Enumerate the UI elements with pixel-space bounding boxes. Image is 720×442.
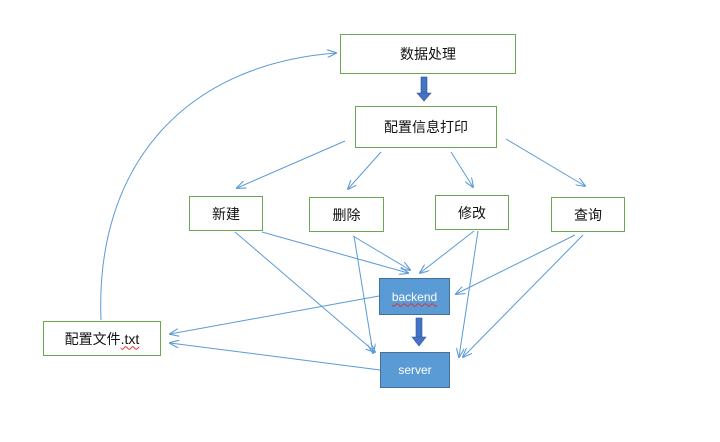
arrow-create-to-server [234, 231, 375, 352]
arrow-query-to-server [463, 234, 584, 357]
node-backend-label: backend [391, 289, 438, 304]
node-modify: 修改 [435, 195, 509, 230]
arrow-print-to-delete [348, 151, 382, 189]
arrow-print-to-modify [450, 151, 473, 187]
arrow-print-to-create [237, 140, 346, 188]
arrow-delete-to-backend [352, 235, 410, 270]
arrow-backend-to-configfile [170, 295, 380, 334]
node-config-print-label: 配置信息打印 [384, 119, 468, 135]
arrow-configfile-to-process [100, 53, 336, 321]
node-server-label: server [398, 363, 432, 377]
node-query-label: 查询 [574, 206, 602, 223]
node-delete: 删除 [309, 197, 384, 232]
arrow-modify-to-server [459, 230, 479, 357]
node-modify-label: 修改 [458, 204, 486, 221]
node-create-label: 新建 [212, 205, 240, 222]
arrow-server-to-configfile [170, 343, 381, 371]
node-delete-label: 删除 [332, 206, 361, 223]
arrow-delete-to-server [353, 235, 373, 353]
arrow-modify-to-backend [420, 230, 475, 273]
node-query: 查询 [551, 197, 625, 232]
block-arrow-process-to-print [416, 76, 432, 102]
node-config-print: 配置信息打印 [355, 106, 497, 148]
node-data-processing-label: 数据处理 [400, 46, 456, 62]
node-data-processing: 数据处理 [340, 34, 516, 74]
node-config-file-label: 配置文件.txt [65, 329, 140, 349]
node-config-file: 配置文件.txt [43, 321, 161, 356]
arrow-query-to-backend [456, 234, 576, 294]
node-backend: backend [379, 278, 450, 315]
node-config-file-name: 配置文件 [64, 330, 121, 347]
node-config-file-ext: .txt [120, 330, 140, 347]
block-arrow-backend-to-server [411, 317, 427, 347]
arrow-print-to-query [505, 138, 585, 186]
node-server: server [380, 352, 450, 388]
node-create: 新建 [189, 196, 263, 231]
arrow-create-to-backend [261, 231, 408, 273]
